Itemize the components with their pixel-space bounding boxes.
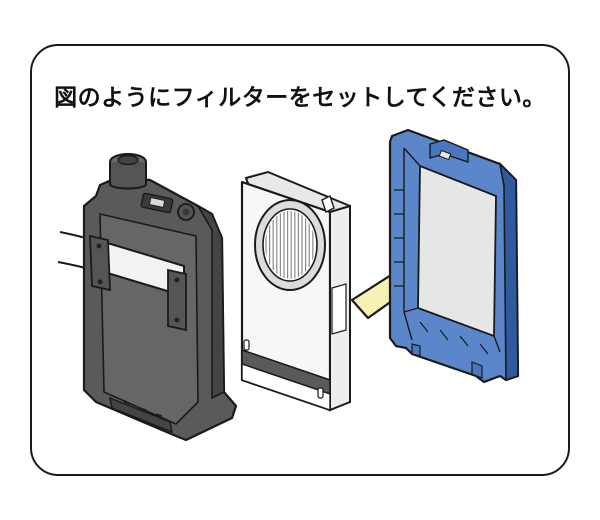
instruction-caption: 図のようにフィルターをセットしてください。 bbox=[54, 85, 546, 111]
filter-cartridge bbox=[240, 170, 351, 412]
device-side bbox=[195, 203, 225, 400]
device-foot bbox=[109, 396, 173, 434]
holder-inner bbox=[417, 164, 497, 338]
holder-ribs bbox=[394, 189, 489, 355]
filter-holder bbox=[388, 128, 520, 384]
device-cap bbox=[109, 162, 147, 190]
strap-clip-right bbox=[167, 268, 187, 332]
filter-media bbox=[254, 199, 326, 291]
device-unit bbox=[57, 153, 238, 442]
strap-clip-left bbox=[89, 234, 111, 292]
